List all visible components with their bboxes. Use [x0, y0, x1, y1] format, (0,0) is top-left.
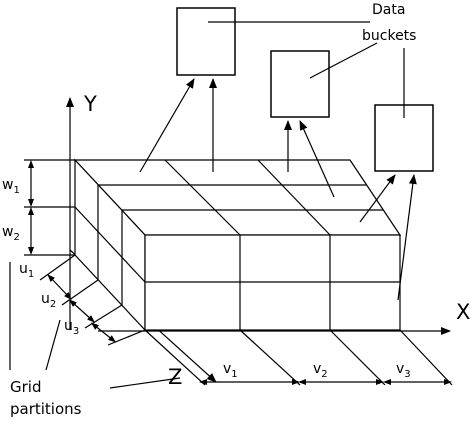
v3-label: v3 — [396, 361, 411, 380]
w2-label: w2 — [2, 224, 20, 243]
buckets-leader-line-2 — [309, 42, 378, 79]
v2-label: v2 — [313, 361, 328, 380]
partitions-label-line2: partitions — [10, 400, 82, 418]
buckets-label-line2: buckets — [362, 28, 416, 44]
data-bucket-2 — [270, 50, 330, 118]
partitions-label-line1: Grid — [10, 378, 41, 396]
left-face-grid — [74, 185, 146, 305]
buckets-label-line1: Data — [372, 2, 405, 18]
v-dimension-markers — [144, 329, 453, 386]
bucket-pointer-arrows — [139, 78, 417, 301]
v1-label: v1 — [223, 361, 238, 380]
top-face-grid — [98, 159, 383, 236]
partitions-leader-line-2 — [45, 319, 61, 371]
z-axis-label: Z — [168, 365, 182, 389]
u3-label: u3 — [64, 318, 79, 337]
partitions-leader-line-3 — [109, 377, 181, 389]
u2-label: u2 — [41, 291, 56, 310]
w1-label: w1 — [2, 177, 20, 196]
x-axis-label: X — [456, 300, 470, 324]
y-axis-label: Y — [83, 92, 97, 116]
u1-label: u1 — [19, 261, 34, 280]
front-face-grid — [145, 235, 400, 330]
data-bucket-1 — [176, 7, 236, 76]
u-dimension-markers — [39, 254, 146, 346]
w-dimension-markers — [24, 159, 75, 256]
